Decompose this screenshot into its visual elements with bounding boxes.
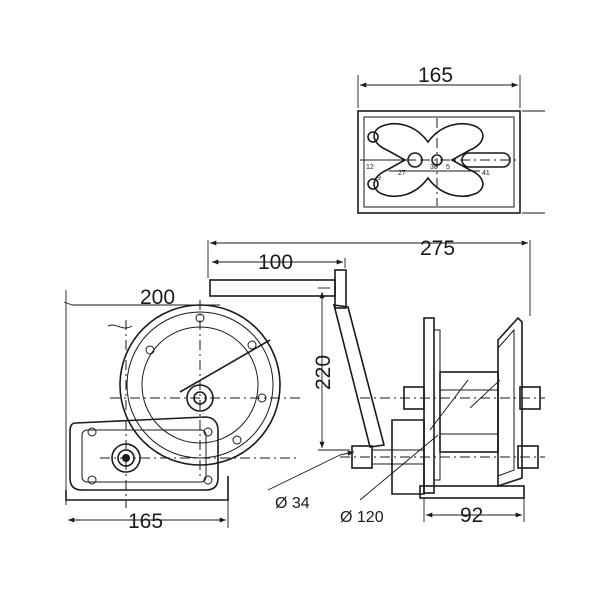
dim-label-base-width: 165 (128, 510, 163, 533)
mark-5: 5 (446, 164, 450, 171)
dim-label-drum-inner-diameter: Ø 120 (340, 509, 384, 526)
winch-side-view (209, 269, 545, 499)
mark-27: 27 (398, 170, 406, 177)
dim-overall-275: 275 (207, 237, 531, 316)
winch-front-view (65, 300, 300, 508)
dim-label-drum-diameter: 200 (140, 286, 175, 309)
dim-side-92: 92 (423, 498, 525, 527)
dim-label-handle-length: 100 (258, 251, 293, 274)
base-plate-top-view: 12 9 27 38 5 41 (357, 110, 521, 214)
dim-label-side-width: 92 (460, 504, 483, 527)
dim-handle-100: 100 (212, 251, 346, 274)
dim-label-handle-radius: 220 (312, 355, 335, 390)
mark-41: 41 (482, 170, 490, 177)
dim-top-165: 165 (357, 64, 545, 214)
mark-38: 38 (430, 164, 438, 171)
mark-12: 12 (366, 164, 374, 171)
dim-base-165: 165 (68, 500, 229, 533)
dim-label-top-width: 165 (418, 64, 453, 87)
dim-label-overall-length: 275 (420, 237, 455, 260)
dim-drum-120: Ø 120 (340, 379, 501, 526)
dim-handle-radius-220: 220 (312, 287, 350, 451)
mark-9: 9 (377, 175, 381, 182)
dim-drum-200: 200 (63, 286, 220, 505)
dim-hub-34: Ø 34 (267, 450, 355, 512)
dim-label-hub-diameter: Ø 34 (275, 495, 310, 512)
